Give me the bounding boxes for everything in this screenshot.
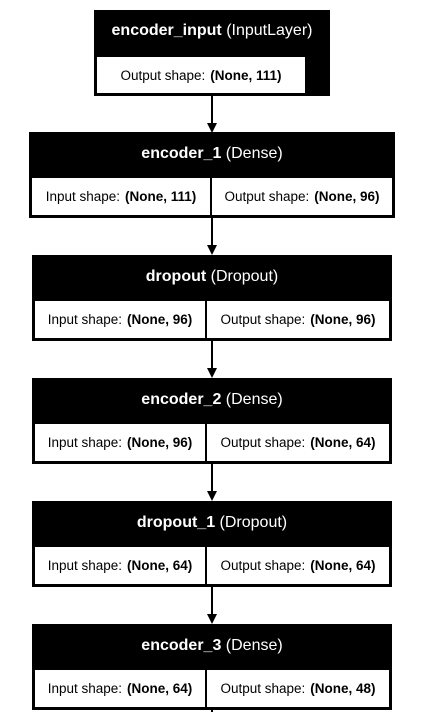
arrow-head-icon (207, 614, 217, 624)
layer-type: (InputLayer) (226, 22, 313, 39)
input-shape-label: Input shape: (47, 681, 123, 696)
output-shape-value: (None, 96) (314, 189, 380, 204)
layer-node-encoder-3: encoder_3 (Dense) Input shape: (None, 64… (32, 624, 392, 710)
layer-node-encoder-1: encoder_1 (Dense) Input shape: (None, 11… (29, 132, 395, 218)
input-shape-value: (None, 111) (125, 189, 197, 204)
output-shape-label: Output shape: (220, 558, 306, 573)
layer-name: encoder_input (111, 22, 222, 39)
input-shape-label: Input shape: (47, 435, 123, 450)
connection-line (211, 587, 213, 615)
output-shape-label: Output shape: (220, 681, 306, 696)
layer-name: encoder_3 (141, 637, 222, 654)
input-shape-value: (None, 64) (127, 558, 193, 573)
input-shape-label: Input shape: (47, 312, 123, 327)
output-shape-label: Output shape: (224, 189, 310, 204)
arrow-head-icon (207, 368, 217, 378)
output-shape-cell: Output shape: (None, 48) (207, 670, 389, 707)
layer-node-encoder-2: encoder_2 (Dense) Input shape: (None, 96… (32, 378, 392, 464)
input-shape-value: (None, 96) (127, 435, 193, 450)
input-shape-cell: Input shape: (None, 111) (32, 178, 210, 215)
output-shape-label: Output shape: (220, 435, 306, 450)
layer-type: (Dropout) (219, 514, 288, 531)
connection-line (211, 710, 213, 712)
output-shape-value: (None, 64) (310, 435, 376, 450)
layer-type: (Dense) (225, 145, 283, 162)
output-shape-cell: Output shape: (None, 111) (97, 57, 305, 93)
output-shape-value: (None, 48) (310, 681, 376, 696)
output-shape-cell: Output shape: (None, 96) (207, 301, 389, 338)
input-shape-cell: Input shape: (None, 96) (35, 424, 205, 461)
output-shape-label: Output shape: (220, 312, 306, 327)
layer-title: encoder_1 (Dense) (29, 145, 395, 163)
output-shape-value: (None, 96) (310, 312, 376, 327)
input-shape-cell: Input shape: (None, 64) (35, 670, 205, 707)
output-shape-label: Output shape: (120, 67, 206, 83)
input-shape-cell: Input shape: (None, 64) (35, 547, 205, 584)
layer-title: dropout (Dropout) (32, 268, 392, 286)
layer-node-encoder-input: encoder_input (InputLayer) Output shape:… (94, 10, 330, 96)
input-shape-cell: Input shape: (None, 96) (35, 301, 205, 338)
layer-type: (Dense) (225, 391, 283, 408)
output-shape-cell: Output shape: (None, 96) (212, 178, 392, 215)
layer-title: encoder_3 (Dense) (32, 637, 392, 655)
layer-title: encoder_2 (Dense) (32, 391, 392, 409)
output-shape-cell: Output shape: (None, 64) (207, 547, 389, 584)
layer-type: (Dense) (225, 637, 283, 654)
output-shape-cell: Output shape: (None, 64) (207, 424, 389, 461)
arrow-head-icon (207, 245, 217, 255)
layer-node-dropout: dropout (Dropout) Input shape: (None, 96… (32, 255, 392, 341)
layer-name: encoder_1 (141, 145, 222, 162)
connection-line (211, 341, 213, 369)
input-shape-label: Input shape: (47, 558, 123, 573)
layer-name: dropout (145, 268, 207, 285)
input-shape-value: (None, 96) (127, 312, 193, 327)
connection-line (211, 96, 213, 124)
layer-node-dropout-1: dropout_1 (Dropout) Input shape: (None, … (32, 501, 392, 587)
layer-title: encoder_input (InputLayer) (94, 22, 330, 40)
connection-line (211, 218, 213, 246)
arrow-head-icon (207, 123, 217, 133)
input-shape-label: Input shape: (45, 189, 121, 204)
layer-name: encoder_2 (141, 391, 222, 408)
connection-line (211, 464, 213, 492)
arrow-head-icon (207, 491, 217, 501)
layer-type: (Dropout) (210, 268, 279, 285)
output-shape-value: (None, 64) (310, 558, 376, 573)
output-shape-value: (None, 111) (210, 67, 282, 83)
input-shape-value: (None, 64) (127, 681, 193, 696)
layer-name: dropout_1 (136, 514, 216, 531)
layer-title: dropout_1 (Dropout) (32, 514, 392, 532)
